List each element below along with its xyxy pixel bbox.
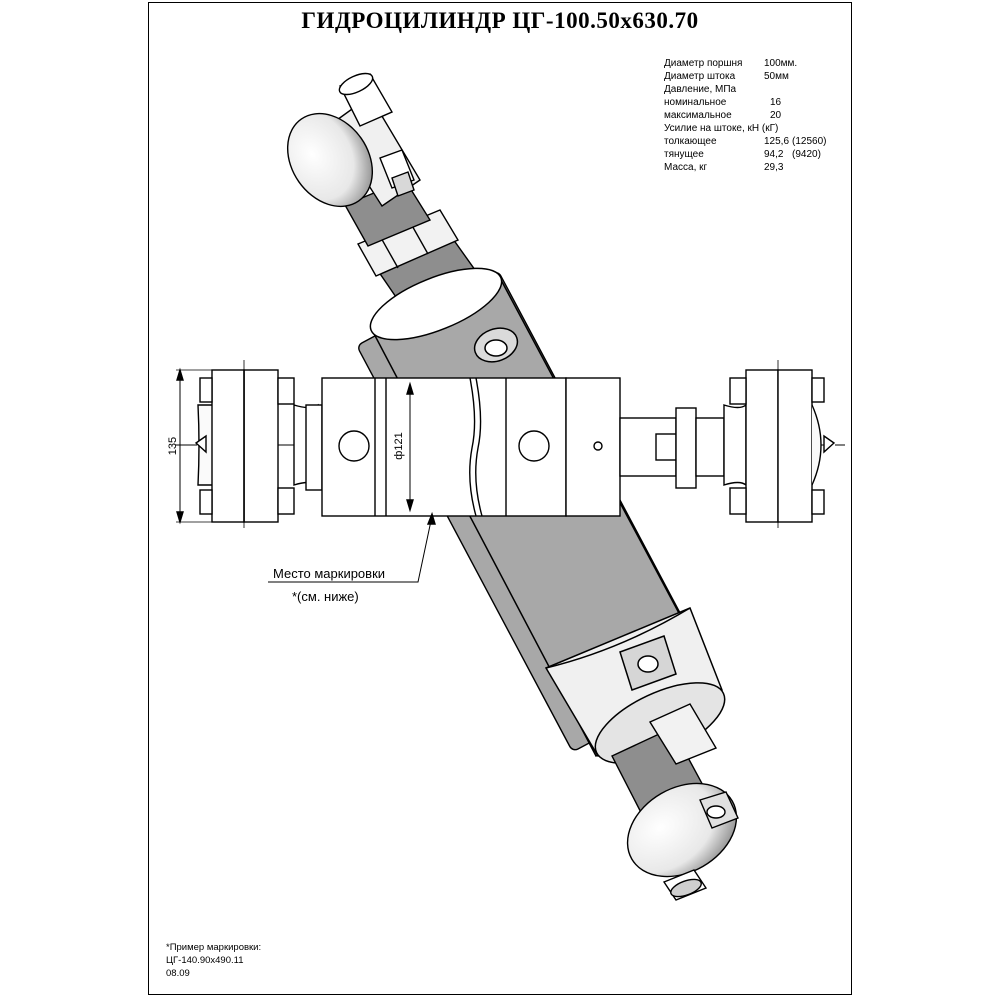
bolt xyxy=(277,377,295,405)
spec-label: номинальное xyxy=(664,97,727,108)
spec-value-secondary: (12560) xyxy=(792,136,827,147)
example-heading: *Пример маркировки: xyxy=(166,942,262,953)
bolt xyxy=(199,489,213,515)
spec-value: 29,3 xyxy=(764,162,784,173)
right-nut xyxy=(675,407,697,489)
spec-label: Диаметр штока xyxy=(664,71,736,82)
spec-value: 94,2 xyxy=(764,149,784,160)
right-mount xyxy=(723,369,836,523)
right-port xyxy=(518,430,550,462)
spec-value-secondary: (9420) xyxy=(792,149,821,160)
spec-value: 20 xyxy=(770,110,782,121)
left-end-cap xyxy=(305,404,323,491)
bolt xyxy=(729,487,747,515)
spec-label: Масса, кг xyxy=(664,162,708,173)
bolt xyxy=(729,377,747,405)
marking-leader xyxy=(268,515,433,583)
bottom-rod-end xyxy=(611,703,739,901)
top-ball-joint xyxy=(286,112,374,208)
example-date: 08.09 xyxy=(166,968,190,979)
drawing-title: ГИДРОЦИЛИНДР ЦГ-100.50х630.70 xyxy=(301,8,699,33)
spec-value: 125,6 xyxy=(764,136,790,147)
marking-note: *(см. ниже) xyxy=(292,589,359,604)
spec-label: тянущее xyxy=(664,149,704,160)
spec-label: Усилие на штоке, кН (кГ) xyxy=(664,123,779,134)
bolt xyxy=(199,377,213,403)
bolt xyxy=(811,377,825,403)
right-end-section xyxy=(565,377,621,517)
diameter-dimension-value: ф121 xyxy=(393,432,405,459)
example-code: ЦГ-140.90х490.11 xyxy=(166,955,244,966)
spec-value: 100мм. xyxy=(764,58,798,69)
spec-label: максимальное xyxy=(664,110,732,121)
spec-value: 16 xyxy=(770,97,782,108)
marking-example: *Пример маркировки: ЦГ-140.90х490.11 08.… xyxy=(166,941,261,980)
left-mount xyxy=(194,369,319,523)
bolt xyxy=(277,487,295,515)
side-view xyxy=(175,360,845,583)
spec-label: Давление, МПа xyxy=(664,84,737,95)
spec-label: Диаметр поршня xyxy=(664,58,743,69)
sheet-frame xyxy=(148,2,852,995)
spec-label: толкающее xyxy=(664,136,717,147)
bolt xyxy=(811,489,825,515)
marking-label: Место маркировки xyxy=(273,566,386,581)
spec-value: 50мм xyxy=(764,71,789,82)
height-dimension-value: 135 xyxy=(167,437,179,455)
left-port xyxy=(338,430,370,462)
